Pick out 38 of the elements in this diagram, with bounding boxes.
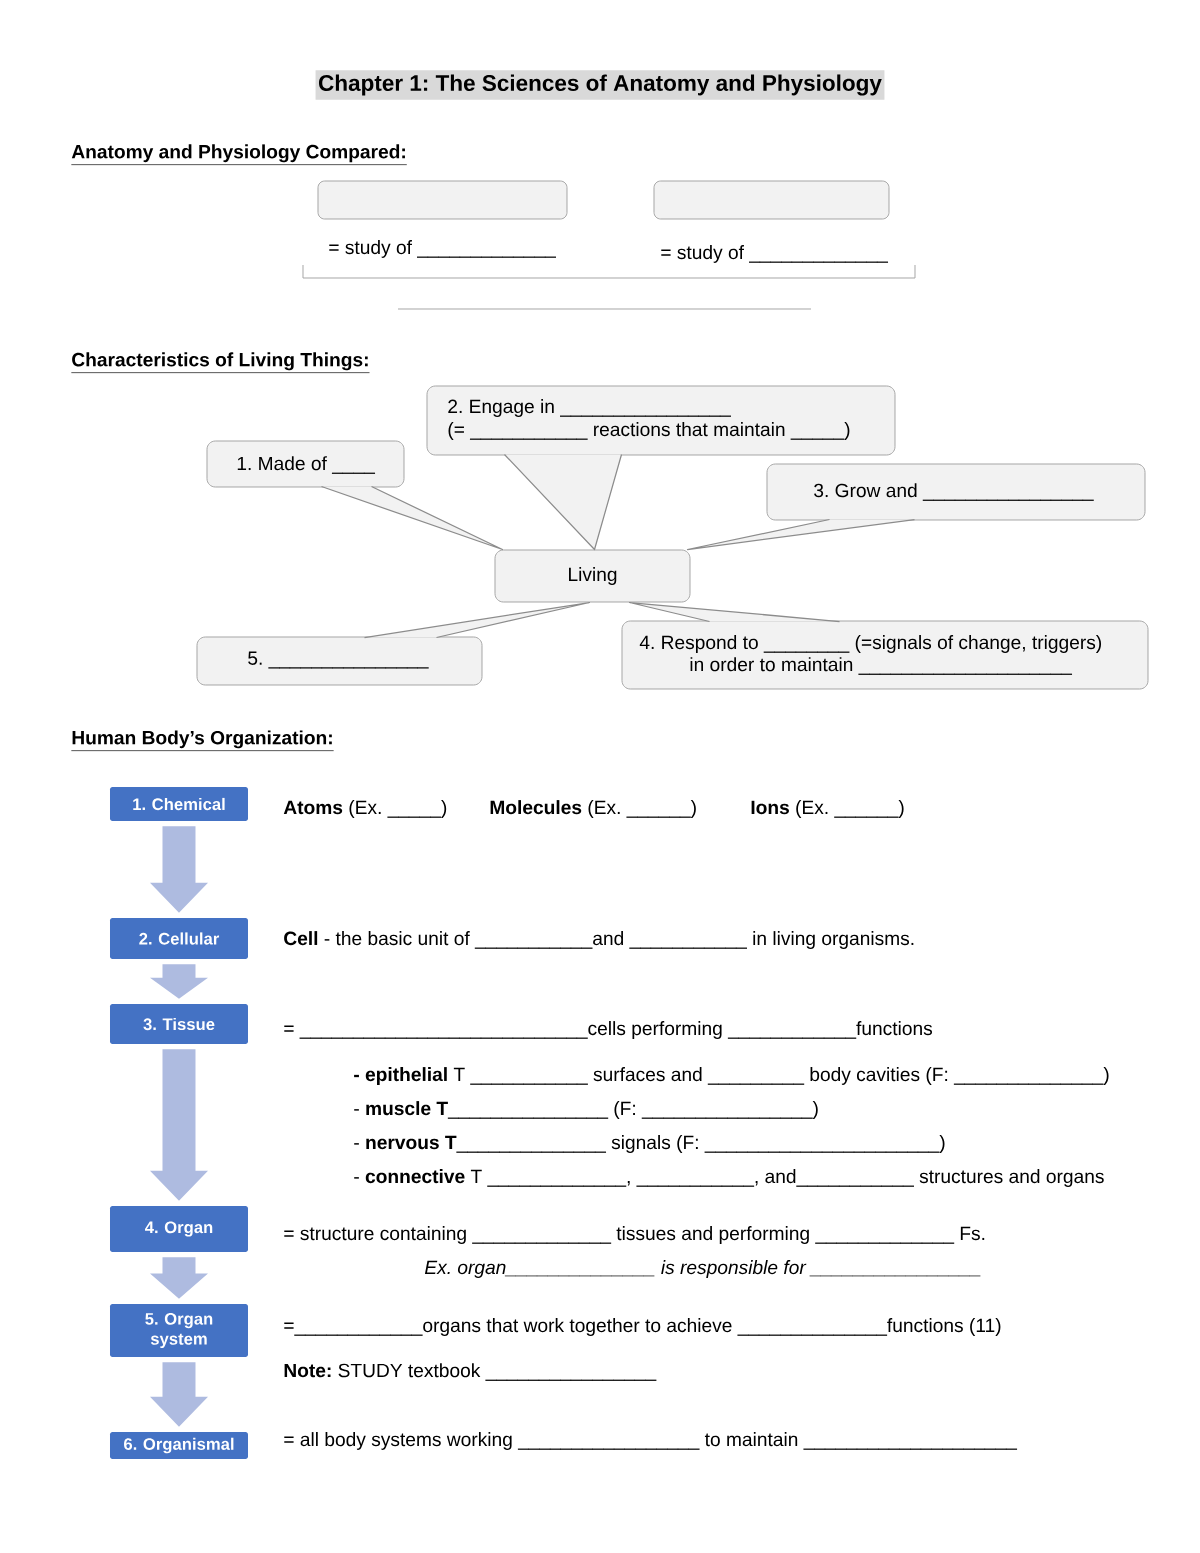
prompt-text: = study of _____________: [329, 240, 557, 258]
callout-box: 1. Made of ____: [206, 440, 405, 488]
callout-box: 5. _______________: [196, 636, 483, 686]
level-box: 5. Organ system: [110, 1304, 248, 1357]
prompt-text: = structure containing _____________ tissues and performing _____________ Fs.: [284, 1226, 985, 1244]
section-heading: Human Body’s Organization:: [71, 730, 334, 751]
prompt-text: Cell - the basic unit of ___________and ___________ in living organisms.: [284, 931, 914, 949]
prompt-text: - muscle T_______________ (F: ________________): [354, 1101, 818, 1119]
prompt-text: = all body systems working _________________ to maintain ____________________: [284, 1432, 1018, 1450]
callout-tail: [503, 453, 623, 551]
example-text: Ex. organ______________ is responsible for ________________: [424, 1260, 981, 1278]
prompt-text: Molecules (Ex. ______): [490, 800, 696, 818]
prompt-text: = study of _____________: [661, 245, 889, 263]
level-box: 3. Tissue: [110, 1004, 248, 1044]
callout-tail: [363, 601, 591, 639]
prompt-text: =____________organs that work together to achieve ______________functions (11): [284, 1318, 1001, 1336]
prompt-text: - connective T _____________, ___________, and___________ structures and organs: [354, 1169, 1104, 1187]
callout-tail: [686, 518, 916, 551]
prompt-text: = ___________________________cells performing ____________functions: [284, 1021, 933, 1039]
block-arrow: [150, 964, 208, 999]
level-box: 6. Organismal: [110, 1432, 248, 1459]
prompt-text: - nervous T______________ signals (F: ______________________): [354, 1135, 945, 1153]
callout-tail: [320, 485, 504, 551]
section-heading: Characteristics of Living Things:: [71, 352, 370, 373]
callout-tail: [628, 601, 841, 623]
note-text: Note: STUDY textbook ________________: [284, 1363, 657, 1381]
section-heading: Anatomy and Physiology Compared:: [71, 144, 408, 165]
level-box: 2. Cellular: [110, 918, 248, 959]
level-box: 1. Chemical: [110, 787, 248, 821]
level-box: 4. Organ: [110, 1206, 248, 1252]
prompt-text: Ions (Ex. ______): [751, 800, 904, 818]
block-arrow: [150, 826, 208, 913]
prompt-text: Atoms (Ex. _____): [283, 800, 447, 818]
block-arrow: [150, 1362, 208, 1427]
prompt-text: - epithelial T ___________ surfaces and _________ body cavities (F: ______________): [354, 1067, 1109, 1085]
block-arrow: [150, 1257, 208, 1299]
title: Chapter 1: The Sciences of Anatomy and Physiology: [315, 70, 885, 100]
block-arrow: [150, 1049, 208, 1201]
